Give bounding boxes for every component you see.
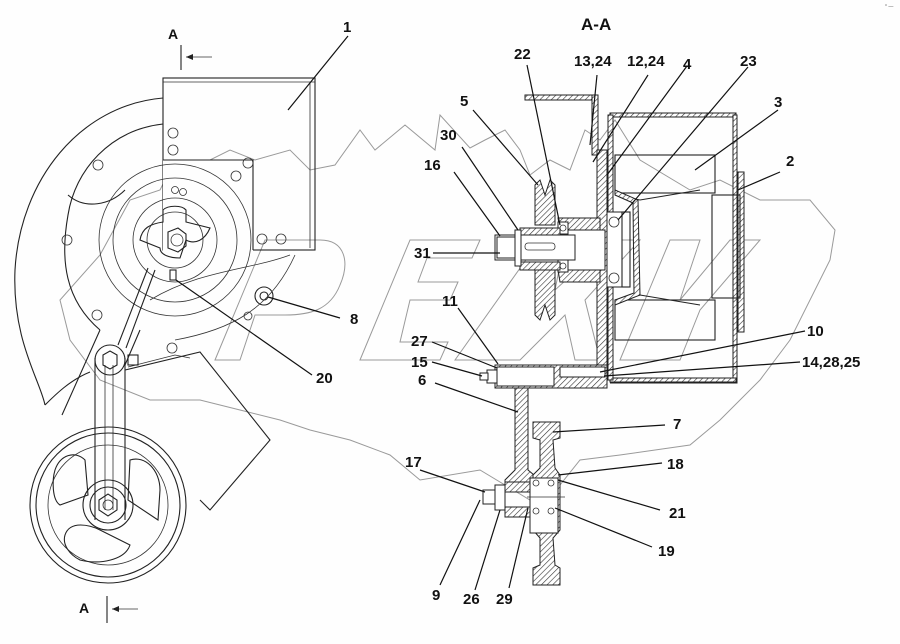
- callout-9: 9: [432, 587, 440, 604]
- callout-26: 26: [463, 591, 480, 608]
- callout-10: 10: [807, 323, 824, 340]
- callout-30: 30: [440, 127, 457, 144]
- callout-labels: 1 2 3 4 5 6 7 8 9 10 11 12,24 13,24 14,2…: [316, 19, 860, 608]
- callout-23: 23: [740, 53, 757, 70]
- leader-lines: [175, 35, 806, 591]
- callout-4: 4: [683, 56, 692, 73]
- callout-3: 3: [774, 94, 782, 111]
- section-title: A-A: [581, 15, 611, 34]
- callout-17: 17: [405, 454, 422, 471]
- callout-21: 21: [669, 505, 686, 522]
- callout-20: 20: [316, 370, 333, 387]
- callout-14-28-25: 14,28,25: [802, 354, 860, 371]
- arrow-left-icon: [112, 606, 119, 612]
- callout-7: 7: [673, 416, 681, 433]
- callout-22: 22: [514, 46, 531, 63]
- section-view: A-A: [479, 15, 745, 586]
- callout-12-24: 12,24: [627, 53, 665, 70]
- callout-18: 18: [667, 456, 684, 473]
- callout-16: 16: [424, 157, 441, 174]
- callout-13-24: 13,24: [574, 53, 612, 70]
- callout-31: 31: [414, 245, 431, 262]
- callout-6: 6: [418, 372, 426, 389]
- callout-2: 2: [786, 153, 794, 170]
- section-marker-bottom: A: [79, 596, 138, 623]
- corner-mark: ° —: [885, 4, 893, 10]
- callout-29: 29: [496, 591, 513, 608]
- section-marker-top: A: [168, 26, 212, 70]
- callout-27: 27: [411, 333, 428, 350]
- callout-15: 15: [411, 354, 428, 371]
- callout-11: 11: [442, 293, 458, 310]
- section-letter: A: [168, 26, 178, 42]
- arrow-left-icon: [186, 54, 193, 60]
- callout-1: 1: [343, 19, 351, 36]
- callout-8: 8: [350, 311, 358, 328]
- callout-19: 19: [658, 543, 675, 560]
- callout-5: 5: [460, 93, 468, 110]
- section-letter: A: [79, 600, 89, 616]
- side-view: [14, 77, 316, 584]
